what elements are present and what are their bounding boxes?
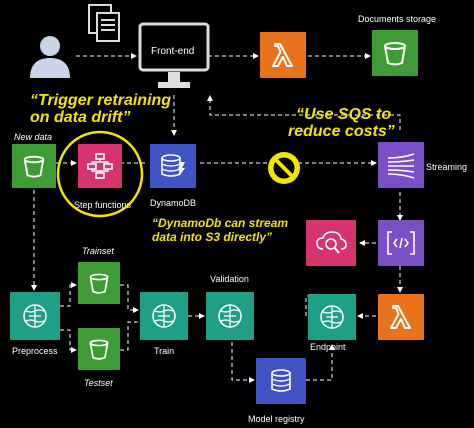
documents-icon xyxy=(88,4,122,44)
brain-icon xyxy=(20,301,50,331)
dynamo-note-line2: data into S3 directly” xyxy=(152,230,273,245)
new-data-bucket xyxy=(12,144,56,188)
step-functions-label: Step functions xyxy=(74,200,132,210)
dynamodb-stream-note: “DynamoDb can stream data into S3 direct… xyxy=(152,216,288,245)
validation-node xyxy=(206,292,254,340)
brain-icon xyxy=(215,301,245,331)
sqs-note-line2: reduce costs” xyxy=(288,123,395,141)
lambda-icon xyxy=(268,40,298,70)
lambda-bottom xyxy=(378,294,424,340)
dynamo-note-line1: “DynamoDb can stream xyxy=(152,216,289,230)
front-end-monitor-icon xyxy=(138,22,210,94)
cloud-search-icon xyxy=(315,229,347,257)
documents-storage-bucket xyxy=(372,30,418,76)
new-data-label: New data xyxy=(14,132,53,142)
streaming-icon xyxy=(386,150,416,180)
model-registry-label: Model registry xyxy=(248,414,305,424)
lambda-top xyxy=(260,32,306,78)
monitoring-node xyxy=(306,220,356,266)
front-end-label: Front-end xyxy=(151,46,195,57)
documents-storage-label: Documents storage xyxy=(358,14,437,24)
lambda-icon xyxy=(386,302,416,332)
sqs-note-line1: “Use SQS to xyxy=(296,106,392,123)
streaming-node xyxy=(378,142,424,188)
endpoint-label: Endpoint xyxy=(310,342,346,352)
dynamodb-label: DynamoDB xyxy=(150,198,197,208)
preprocess-node xyxy=(10,292,60,340)
database-icon xyxy=(159,152,187,180)
brain-icon xyxy=(317,302,347,332)
train-node xyxy=(140,292,188,340)
streaming-label: Streaming xyxy=(426,162,468,172)
brain-icon xyxy=(149,301,179,331)
testset-label: Testset xyxy=(84,378,113,388)
step-functions-node xyxy=(78,144,122,188)
user-icon xyxy=(26,32,74,80)
no-entry-icon xyxy=(266,150,302,186)
step-functions-icon xyxy=(86,152,114,180)
trainset-bucket xyxy=(78,262,120,304)
model-registry-node xyxy=(256,358,306,404)
preprocess-label: Preprocess xyxy=(12,346,58,356)
api-icon xyxy=(386,228,416,258)
bucket-icon xyxy=(21,153,47,179)
bucket-icon xyxy=(87,271,111,295)
trigger-note-line2: on data drift” xyxy=(30,109,131,127)
dynamodb-node xyxy=(150,144,196,188)
trainset-label: Trainset xyxy=(82,246,114,256)
validation-label: Validation xyxy=(210,274,249,284)
bucket-icon xyxy=(87,337,111,361)
train-label: Train xyxy=(154,346,175,356)
testset-bucket xyxy=(78,328,120,370)
trigger-note-line1: “Trigger retraining xyxy=(30,92,172,109)
endpoint-node xyxy=(308,294,356,340)
bucket-icon xyxy=(381,39,409,67)
use-sqs-note: “Use SQS to reduce costs” xyxy=(288,106,395,141)
database-icon xyxy=(268,367,294,395)
queue-node xyxy=(378,220,424,266)
trigger-retraining-note: “Trigger retraining on data drift” xyxy=(30,92,171,127)
